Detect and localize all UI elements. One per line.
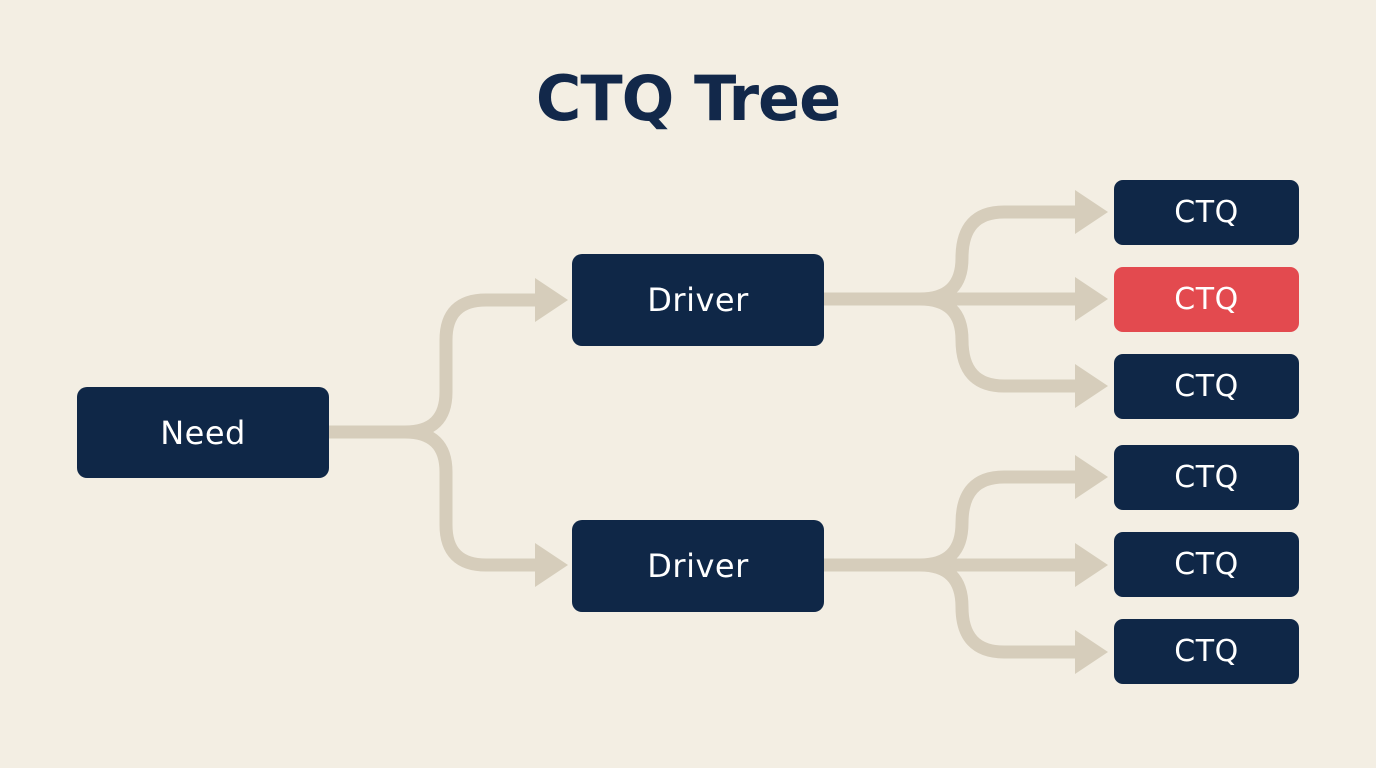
driver-node-2: Driver	[572, 520, 824, 612]
ctq-node-5: CTQ	[1114, 532, 1299, 597]
ctq-node-6: CTQ	[1114, 619, 1299, 684]
arrowhead-ctq-1	[1075, 190, 1108, 234]
driver-node-1: Driver	[572, 254, 824, 346]
arrowhead-ctq-3	[1075, 364, 1108, 408]
connector-need-driver-2	[329, 425, 538, 572]
connector-driver1-ctq-3	[824, 292, 1078, 393]
ctq-node-3: CTQ	[1114, 354, 1299, 419]
arrowhead-ctq-5	[1075, 543, 1108, 587]
connector-driver1-ctq-1	[824, 205, 1078, 306]
connector-need-driver-1	[329, 293, 538, 439]
arrowhead-ctq-4	[1075, 455, 1108, 499]
arrowhead-ctq-6	[1075, 630, 1108, 674]
need-node: Need	[77, 387, 329, 478]
ctq-node-1: CTQ	[1114, 180, 1299, 245]
ctq-node-4: CTQ	[1114, 445, 1299, 510]
arrowhead-ctq-2	[1075, 277, 1108, 321]
arrowhead-driver-2	[535, 543, 568, 587]
arrowhead-driver-1	[535, 278, 568, 322]
connector-driver2-ctq-6	[824, 558, 1078, 659]
ctq-node-2-highlighted: CTQ	[1114, 267, 1299, 332]
diagram-title: CTQ Tree	[535, 62, 841, 135]
connector-driver2-ctq-4	[824, 470, 1078, 572]
